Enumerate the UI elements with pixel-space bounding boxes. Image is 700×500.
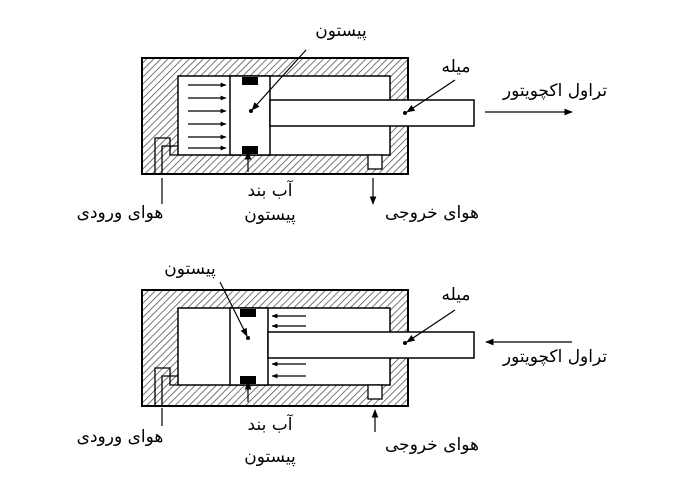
leaders-top (161, 49, 573, 205)
piston-bottom (229, 307, 269, 386)
label-air-inlet: هوای ورودی (77, 203, 164, 223)
label-piston: پیستون (315, 21, 367, 41)
diagram-bottom: پیستون میله تراول اکچویتور آب بند پیستون… (77, 259, 608, 467)
label-air-outlet: هوای خروجی (385, 203, 479, 223)
label-rod: میله (442, 57, 471, 77)
label-actuator-travel: تراول اکچویتور (502, 81, 607, 101)
label-piston-seal-line2: پیستون (244, 205, 296, 225)
diagram-top: پیستون میله تراول اکچویتور آب بند پیستون… (77, 21, 608, 225)
label-piston-seal-line1: آب بند (248, 413, 294, 435)
label-piston: پیستون (164, 259, 216, 279)
label-air-inlet: هوای ورودی (77, 427, 164, 447)
label-air-outlet: هوای خروجی (385, 435, 479, 455)
piston-top (229, 75, 271, 156)
piston-rod-top (269, 99, 475, 127)
pressure-arrows-bottom (271, 313, 306, 379)
label-rod: میله (442, 285, 471, 305)
pressure-arrows-top (188, 82, 227, 151)
label-actuator-travel: تراول اکچویتور (502, 347, 607, 367)
leaders-bottom (161, 281, 572, 432)
label-piston-seal-line1: آب بند (248, 179, 294, 201)
piston-rod-bottom (267, 331, 475, 359)
label-piston-seal-line2: پیستون (244, 447, 296, 467)
